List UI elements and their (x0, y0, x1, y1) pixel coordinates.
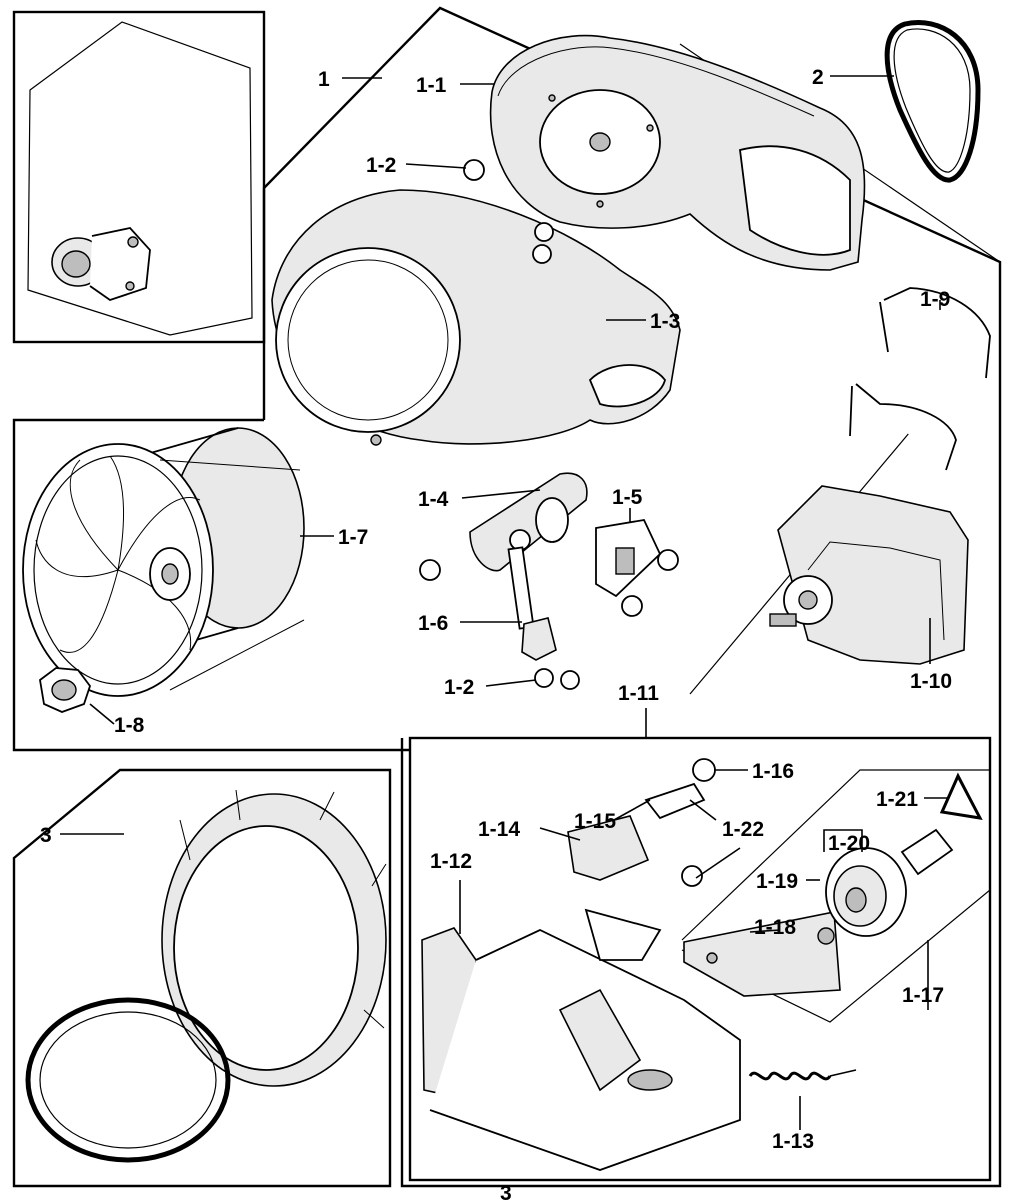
motor-mount-bracket (421, 908, 741, 1171)
callout-1-21: 1-21 (876, 788, 918, 811)
callout-1-1: 1-1 (416, 74, 447, 97)
callout-1-6: 1-6 (418, 612, 448, 635)
callout-1: 1 (318, 68, 330, 91)
leader-lines (60, 75, 948, 1130)
front-bulkhead (161, 789, 387, 1087)
locator-inset-box (12, 10, 266, 344)
callout-1-18: 1-18 (754, 916, 796, 939)
callout-3: 3 (40, 824, 52, 847)
callout-1-17: 1-17 (902, 984, 944, 1007)
callout-1-3: 1-3 (650, 310, 680, 333)
motor-clamp-upper (879, 287, 991, 379)
callout-1-11: 1-11 (618, 682, 659, 705)
screw-housing-low (532, 244, 552, 264)
front-blower-housing (271, 189, 681, 446)
idler-detail-outline (681, 769, 991, 1023)
screw-probe-left (534, 668, 554, 688)
screw-housing-top (463, 159, 485, 181)
switch-bracket (567, 815, 650, 881)
idler-pulley (825, 847, 907, 937)
callout-1-10: 1-10 (910, 670, 952, 693)
locator-blower-thumbnail (51, 227, 151, 301)
page-footer-mark: 3 (500, 1182, 512, 1200)
callout-1-15: 1-15 (574, 810, 616, 833)
thermostat-probe (507, 546, 557, 661)
screw-fuse (657, 549, 679, 571)
screw-bracket-left (419, 559, 441, 581)
idler-shaft (900, 828, 954, 876)
drive-belt (884, 20, 981, 183)
switch-screw (692, 758, 716, 782)
callout-1-8: 1-8 (114, 714, 145, 737)
felt-seal-ring (25, 997, 231, 1163)
idler-arm (683, 911, 841, 997)
callout-1-20: 1-20 (828, 832, 870, 855)
screw-bracket-right (621, 595, 643, 617)
idler-retainer-clip (939, 772, 983, 820)
callout-1-4: 1-4 (418, 488, 449, 511)
thermal-fuse (595, 519, 662, 598)
callout-1-22: 1-22 (722, 818, 764, 841)
screw-probe-right (560, 670, 580, 690)
screw-housing-mid (534, 222, 554, 242)
idler-subassembly-box (408, 736, 992, 1182)
callout-1-14: 1-14 (478, 818, 520, 841)
thermistor-bracket (469, 472, 588, 572)
callout-1-13: 1-13 (772, 1130, 814, 1153)
idler-spring (748, 1069, 857, 1081)
callout-1-2-lower: 1-2 (444, 676, 474, 699)
callout-1-9: 1-9 (920, 288, 950, 311)
callout-1-16: 1-16 (752, 760, 794, 783)
bracket-screw (681, 865, 703, 887)
drive-motor (769, 485, 969, 665)
blower-wheel (22, 427, 305, 697)
motor-clamp-lower (849, 383, 957, 471)
callout-1-12: 1-12 (430, 850, 472, 873)
front-panel-box (12, 768, 392, 1188)
callout-1-7: 1-7 (338, 526, 368, 549)
callout-1-2-upper: 1-2 (366, 154, 396, 177)
callout-2: 2 (812, 66, 824, 89)
blower-nut (39, 667, 92, 713)
callout-1-19: 1-19 (756, 870, 798, 893)
belt-switch (644, 782, 717, 821)
callout-1-5: 1-5 (612, 486, 643, 509)
rear-blower-housing (489, 34, 866, 271)
callout-labels: 1 1-1 2 1-2 1-3 1-9 1-4 1-5 1-7 1-6 1-2 … (40, 66, 952, 1200)
